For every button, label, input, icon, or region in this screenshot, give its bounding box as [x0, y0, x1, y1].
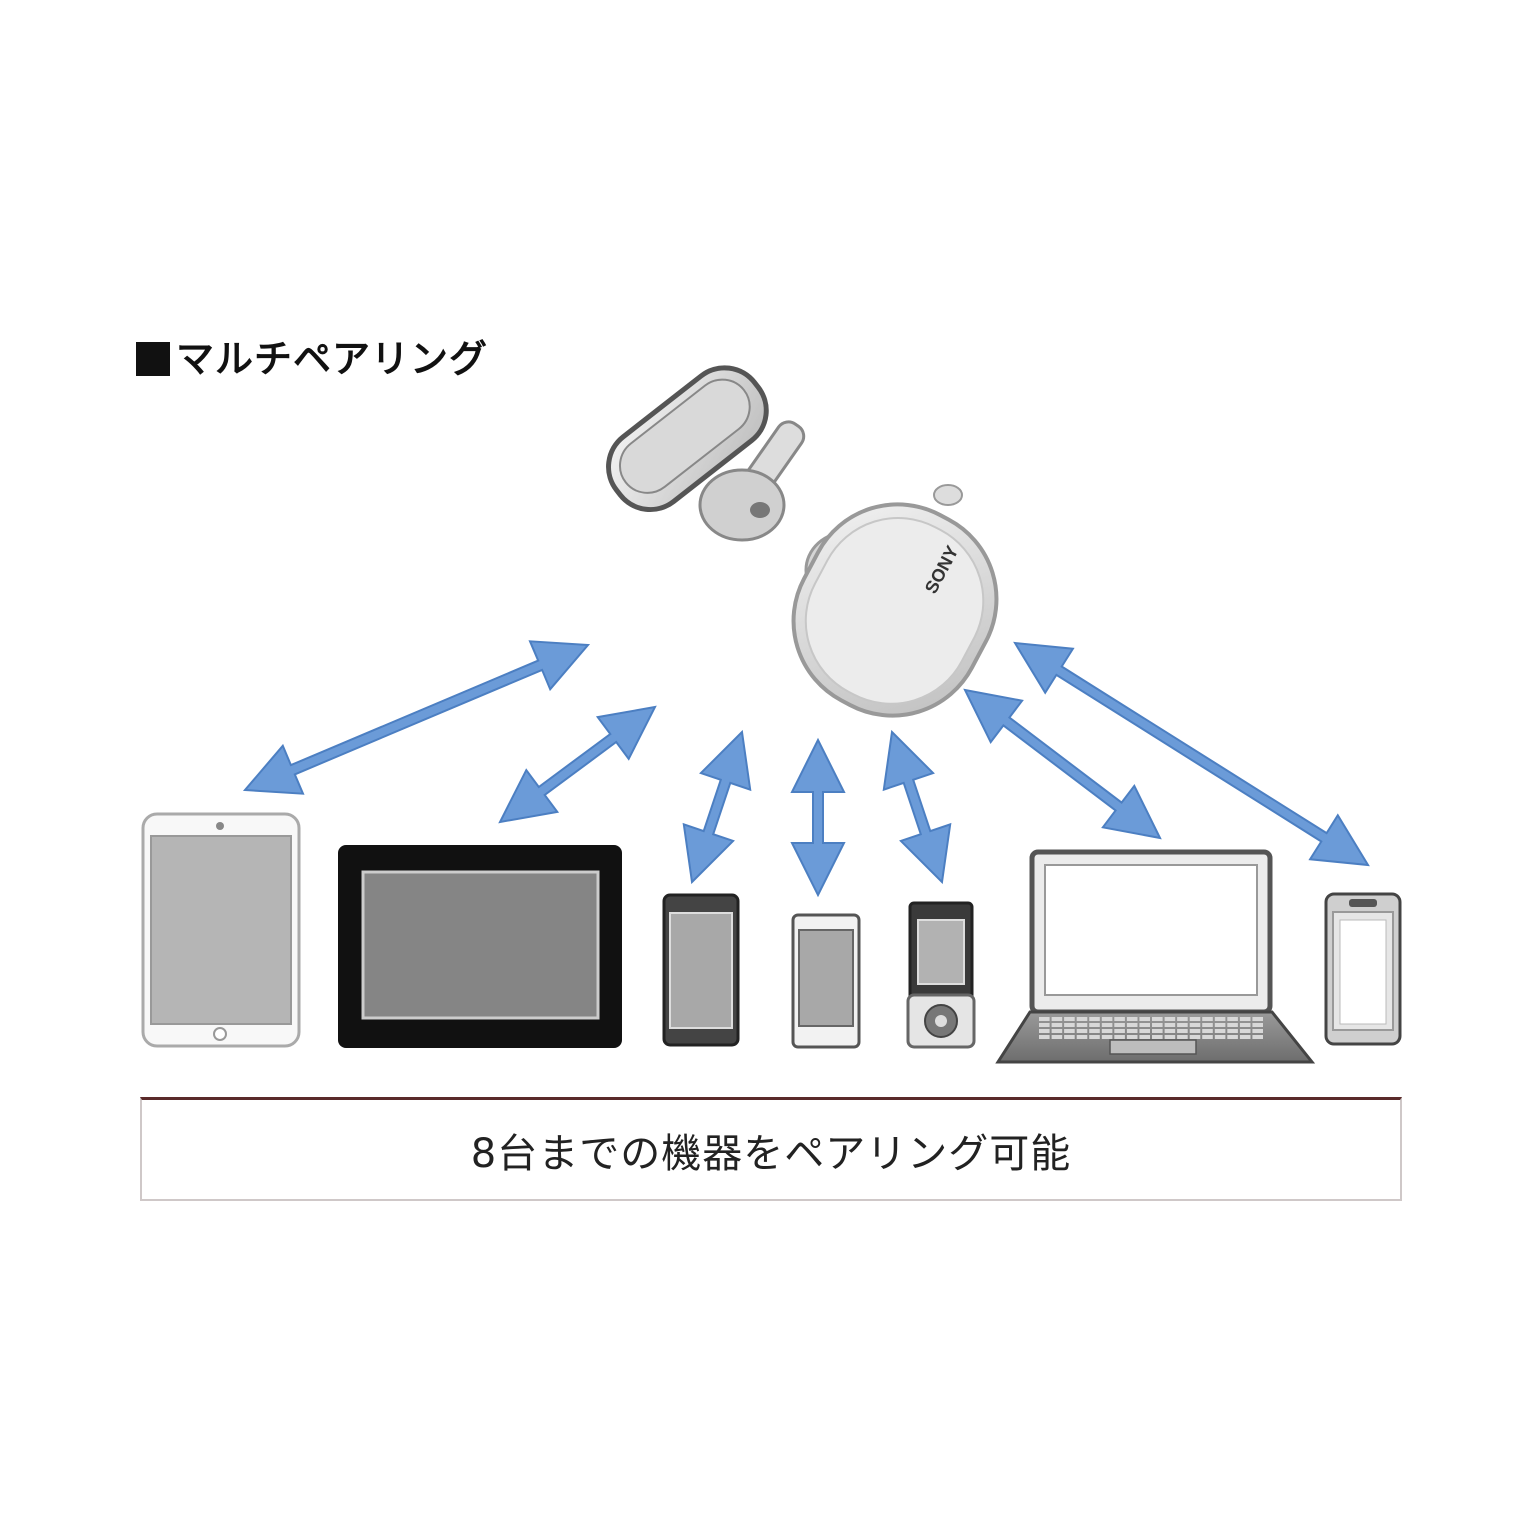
keyboard-key	[1114, 1029, 1125, 1033]
keyboard-key	[1227, 1017, 1238, 1021]
double-arrow-icon	[242, 640, 591, 795]
keyboard-key	[1202, 1035, 1213, 1039]
earbud-left-icon	[606, 365, 806, 542]
keyboard-key	[1064, 1017, 1075, 1021]
keyboard-key	[1089, 1017, 1100, 1021]
square-bullet-icon	[136, 342, 170, 376]
keyboard-key	[1214, 1029, 1226, 1033]
keyboard-key	[1164, 1017, 1176, 1021]
keyboard-key	[1252, 1023, 1263, 1027]
keyboard-key	[1064, 1035, 1075, 1039]
keyboard-key	[1126, 1035, 1138, 1039]
keyboard-key	[1114, 1035, 1125, 1039]
double-arrow-icon	[882, 729, 952, 885]
keyboard-key	[1051, 1029, 1063, 1033]
keyboard-key	[1177, 1023, 1188, 1027]
keyboard-key	[1214, 1017, 1226, 1021]
keyboard-key	[1089, 1023, 1100, 1027]
keyboard-key	[1139, 1029, 1150, 1033]
keyboard-key	[1239, 1035, 1251, 1039]
keyboard-key	[1164, 1035, 1176, 1039]
keyboard-key	[1139, 1023, 1150, 1027]
keyboard-key	[1101, 1017, 1113, 1021]
keyboard-key	[1064, 1029, 1075, 1033]
keyboard-key	[1101, 1023, 1113, 1027]
keyboard-key	[1101, 1029, 1113, 1033]
keyboard-key	[1152, 1023, 1163, 1027]
keyboard-key	[1139, 1017, 1150, 1021]
keyboard-key	[1152, 1017, 1163, 1021]
keyboard-key	[1252, 1035, 1263, 1039]
keyboard-key	[1189, 1029, 1201, 1033]
keyboard-key	[1064, 1023, 1075, 1027]
keyboard-key	[1126, 1029, 1138, 1033]
keyboard-key	[1177, 1017, 1188, 1021]
tablet-black-device	[338, 845, 622, 1048]
music-player-device	[906, 901, 976, 1049]
keyboard-key	[1076, 1035, 1088, 1039]
keyboard-key	[1189, 1035, 1201, 1039]
page-title-text: マルチペアリング	[176, 337, 489, 381]
keyboard-key	[1252, 1029, 1263, 1033]
double-arrow-icon	[790, 737, 846, 898]
keyboard-key	[1239, 1017, 1251, 1021]
keyboard-key	[1076, 1017, 1088, 1021]
keyboard-key	[1101, 1035, 1113, 1039]
keyboard-key	[1039, 1023, 1050, 1027]
keyboard-key	[1139, 1035, 1150, 1039]
double-arrow-icon	[498, 705, 657, 824]
keyboard-key	[1089, 1035, 1100, 1039]
keyboard-key	[1051, 1035, 1063, 1039]
smartphone-2-device	[791, 913, 861, 1049]
keyboard-key	[1126, 1023, 1138, 1027]
keyboard-key	[1114, 1023, 1125, 1027]
double-arrow-icon	[1013, 641, 1370, 867]
laptop-device	[995, 849, 1316, 1064]
keyboard-key	[1202, 1017, 1213, 1021]
keyboard-key	[1164, 1023, 1176, 1027]
keyboard-key	[1239, 1023, 1251, 1027]
page-title: マルチペアリング	[136, 328, 488, 383]
keyboard-key	[1227, 1023, 1238, 1027]
earbud-right-icon: SONY	[791, 484, 999, 718]
keyboard-key	[1114, 1017, 1125, 1021]
keyboard-key	[1039, 1035, 1050, 1039]
smartphone-3-device	[1324, 892, 1402, 1046]
keyboard-key	[1164, 1029, 1176, 1033]
keyboard-key	[1177, 1035, 1188, 1039]
keyboard-key	[1189, 1023, 1201, 1027]
keyboard-key	[1051, 1017, 1063, 1021]
keyboard-key	[1177, 1029, 1188, 1033]
keyboard-key	[1252, 1017, 1263, 1021]
smartphone-1-device	[662, 893, 740, 1047]
keyboard-key	[1152, 1029, 1163, 1033]
caption-box: 8台までの機器をペアリング可能	[140, 1097, 1402, 1201]
double-arrow-icon	[963, 688, 1162, 840]
keyboard-key	[1239, 1029, 1251, 1033]
keyboard-key	[1076, 1023, 1088, 1027]
keyboard-key	[1202, 1023, 1213, 1027]
keyboard-key	[1126, 1017, 1138, 1021]
keyboard-key	[1039, 1029, 1050, 1033]
keyboard-key	[1152, 1035, 1163, 1039]
keyboard-key	[1039, 1017, 1050, 1021]
tablet-white-device	[141, 812, 301, 1048]
keyboard-key	[1227, 1029, 1238, 1033]
caption-text: 8台までの機器をペアリング可能	[470, 1130, 1072, 1177]
keyboard-key	[1214, 1035, 1226, 1039]
pairing-arrows	[242, 640, 1370, 898]
keyboard-key	[1076, 1029, 1088, 1033]
keyboard-key	[1202, 1029, 1213, 1033]
double-arrow-icon	[682, 729, 752, 885]
keyboard-key	[1214, 1023, 1226, 1027]
keyboard-key	[1189, 1017, 1201, 1021]
keyboard-key	[1227, 1035, 1238, 1039]
keyboard-key	[1089, 1029, 1100, 1033]
keyboard-key	[1051, 1023, 1063, 1027]
